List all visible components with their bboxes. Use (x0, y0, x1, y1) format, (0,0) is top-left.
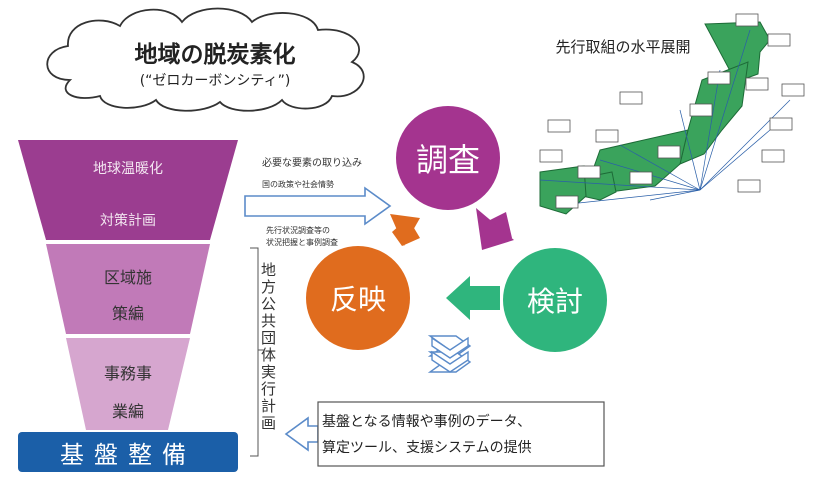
tier2-line2: 策編 (111, 304, 144, 323)
vertical-plan-label: 地方公共団体実行計画 (259, 262, 277, 432)
funnel-tier-2 (46, 244, 210, 334)
base-label: 基盤整備 (60, 440, 196, 469)
base-bar (18, 432, 238, 472)
tier2-line1: 区域施 (103, 268, 152, 287)
tier1-line1: 地球温暖化 (93, 161, 163, 177)
review-to-reflect-arrow (446, 276, 500, 320)
review-circle (503, 248, 607, 352)
cloud-title: 地域の脱炭素化 (134, 42, 296, 68)
reflect-circle (306, 246, 410, 350)
survey-label: 調査 (415, 141, 480, 179)
reflect-label: 反映 (329, 283, 386, 316)
provision-line1: 基盤となる情報や事例のデータ、 (322, 414, 532, 430)
note-national-policy: 国の政策や社会情勢 (262, 179, 334, 189)
tier3-line2: 業編 (111, 402, 144, 421)
cloud-subtitle: (“ゼロカーボンシティ”) (139, 73, 291, 89)
provision-line2: 算定ツール、支援システムの提供 (322, 440, 532, 456)
plan-bracket (250, 247, 259, 457)
input-arrow (244, 186, 392, 226)
review-label: 検討 (526, 285, 583, 318)
note-required-elements: 必要な要素の取り込み (262, 157, 362, 169)
map-label: 先行取組の水平展開 (555, 37, 691, 56)
tier1-line2: 対策計画 (100, 213, 156, 229)
provision-arrow (284, 416, 319, 452)
japan-map (539, 13, 805, 215)
survey-circle (396, 106, 500, 210)
note-advanced-survey: 先行状況調査等の (266, 225, 330, 235)
funnel-tier-3 (66, 338, 190, 430)
provision-box (317, 401, 605, 467)
tier3-line1: 事務事 (103, 364, 152, 383)
funnel-tier-1 (18, 140, 238, 240)
note-case-study: 状況把握と事例調査 (266, 237, 338, 247)
cloud-shape (46, 7, 365, 112)
